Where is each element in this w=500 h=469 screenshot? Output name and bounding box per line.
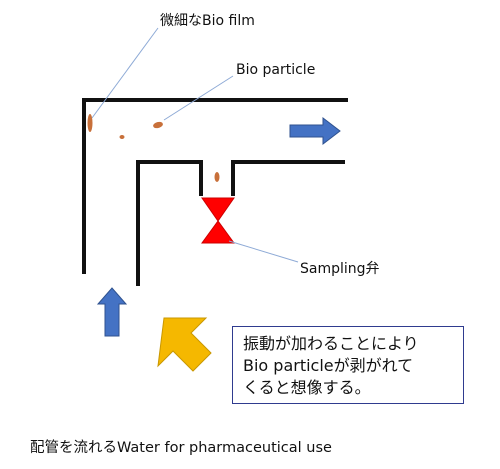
sampling-valve-label: Sampling弁 <box>300 261 380 277</box>
bio-particle <box>153 121 163 129</box>
note-line: Bio particleが剥がれて <box>243 356 414 375</box>
flow-arrow-right <box>289 116 341 146</box>
biofilm-leader <box>91 27 159 119</box>
explanation-note: 振動が加わることにより Bio particleが剥がれて くると想像する。 <box>232 326 464 404</box>
outer-pipe-wall <box>82 98 348 274</box>
diagram-caption: 配管を流れるWater for pharmaceutical use <box>30 440 332 456</box>
biofilm-mark <box>87 114 93 132</box>
inner-pipe-wall-right <box>231 160 345 196</box>
valve-icon <box>201 197 235 222</box>
vibration-arrow-icon <box>157 317 212 372</box>
bio-particle <box>119 135 125 139</box>
bio-particle-label: Bio particle <box>236 62 316 78</box>
note-line: 振動が加わることにより <box>243 334 419 353</box>
particle-leader <box>163 75 234 121</box>
valve-icon-lower <box>201 220 235 244</box>
note-line: くると想像する。 <box>243 378 371 397</box>
inner-pipe-wall <box>136 160 203 286</box>
sampling-leader <box>228 240 299 263</box>
flow-arrow-up <box>96 287 128 337</box>
sampling-valve <box>201 197 235 244</box>
biofilm-label: 微細なBio film <box>160 13 255 29</box>
bio-particle <box>214 172 220 182</box>
